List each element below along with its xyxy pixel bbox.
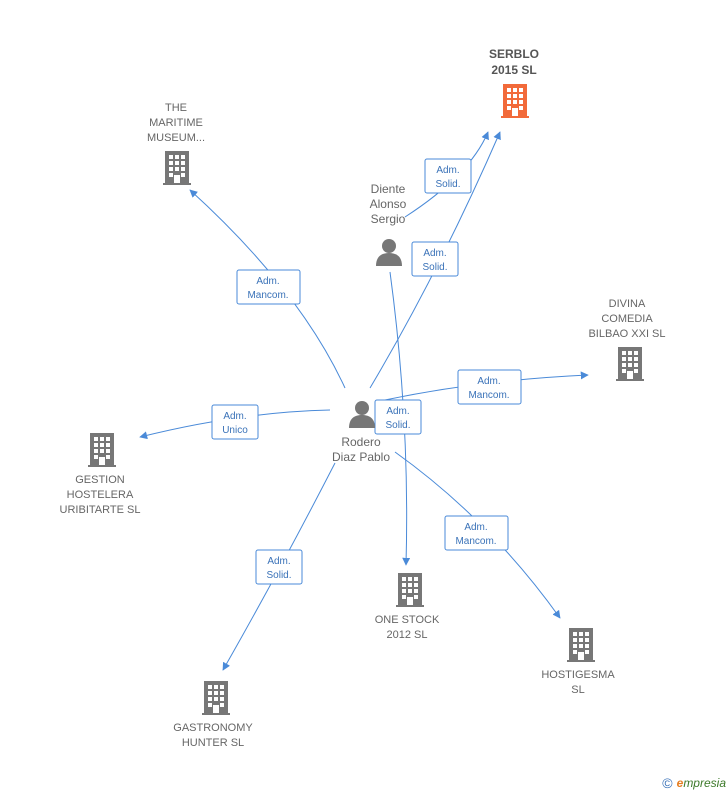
role-line-1: Adm. <box>256 276 279 287</box>
building-icon <box>616 347 644 381</box>
building-icon <box>501 84 529 118</box>
node-onestock[interactable]: ONE STOCK 2012 SL <box>375 573 440 641</box>
node-gastronomy[interactable]: GASTRONOMY HUNTER SL <box>173 681 253 749</box>
role-rodero-maritime[interactable]: Adm. Mancom. <box>236 269 301 305</box>
role-line-2: Unico <box>222 425 248 436</box>
role-line-2: Solid. <box>266 570 291 581</box>
role-rodero-divina[interactable]: Adm. Mancom. <box>457 369 522 405</box>
role-diente-serblo[interactable]: Adm. Solid. <box>424 158 472 194</box>
role-line-1: Adm. <box>267 556 290 567</box>
node-label-line: Alonso <box>370 197 407 211</box>
role-line-1: Adm. <box>423 248 446 259</box>
building-icon <box>567 628 595 662</box>
node-gestion[interactable]: GESTION HOSTELERA URIBITARTE SL <box>60 433 141 516</box>
role-line-2: Mancom. <box>247 290 288 301</box>
role-line-2: Mancom. <box>455 536 496 547</box>
node-serblo[interactable]: SERBLO 2015 SL <box>489 47 539 118</box>
node-diente[interactable]: Diente Alonso Sergio <box>370 182 407 266</box>
brand-logo-text: mpresia <box>683 776 726 790</box>
node-label-line: SL <box>571 684 584 696</box>
node-label-line: HUNTER SL <box>182 737 244 749</box>
node-label-line: Rodero <box>341 435 381 449</box>
node-rodero[interactable]: Rodero Diaz Pablo <box>332 401 390 464</box>
role-rodero-gastronomy[interactable]: Adm. Solid. <box>255 549 303 585</box>
footer-brand: © empresia <box>662 775 726 791</box>
role-rodero-serblo[interactable]: Adm. Solid. <box>411 241 459 277</box>
node-label-line: DIVINA <box>609 298 646 310</box>
role-line-1: Adm. <box>436 165 459 176</box>
node-label-line: ONE STOCK <box>375 614 440 626</box>
node-label-line: MUSEUM... <box>147 132 205 144</box>
node-label-line: 2012 SL <box>387 629 428 641</box>
role-line-2: Solid. <box>435 179 460 190</box>
building-icon <box>88 433 116 467</box>
node-maritime[interactable]: THE MARITIME MUSEUM... <box>147 102 205 185</box>
node-label-line: 2015 SL <box>491 63 536 77</box>
node-label-line: HOSTELERA <box>67 489 134 501</box>
node-label-line: Sergio <box>371 212 406 226</box>
role-line-1: Adm. <box>223 411 246 422</box>
node-label-line: BILBAO XXI SL <box>588 328 665 340</box>
person-icon <box>349 401 375 428</box>
role-rodero-hostigesma[interactable]: Adm. Mancom. <box>444 515 509 551</box>
node-label-line: COMEDIA <box>601 313 653 325</box>
role-rodero-gestion[interactable]: Adm. Unico <box>211 404 259 440</box>
node-label-line: Diaz Pablo <box>332 450 390 464</box>
node-label-line: Diente <box>371 182 406 196</box>
role-line-2: Mancom. <box>468 390 509 401</box>
node-label-line: GESTION <box>75 474 125 486</box>
node-label-line: URIBITARTE SL <box>60 504 141 516</box>
building-icon <box>163 151 191 185</box>
brand-logo[interactable]: empresia <box>677 776 726 790</box>
building-icon <box>396 573 424 607</box>
node-label-line: SERBLO <box>489 47 539 61</box>
role-boxes: Adm. Solid. Adm. Solid. Adm. Mancom. Adm… <box>211 158 522 585</box>
role-line-2: Solid. <box>422 262 447 273</box>
brand-logo-mark: e <box>676 776 684 790</box>
node-hostigesma[interactable]: HOSTIGESMA SL <box>541 628 615 696</box>
person-icon <box>376 239 402 266</box>
node-divina[interactable]: DIVINA COMEDIA BILBAO XXI SL <box>588 298 666 381</box>
role-line-1: Adm. <box>386 406 409 417</box>
role-line-2: Solid. <box>385 420 410 431</box>
node-label-line: GASTRONOMY <box>173 722 253 734</box>
role-line-1: Adm. <box>477 376 500 387</box>
building-icon <box>202 681 230 715</box>
role-line-1: Adm. <box>464 522 487 533</box>
copyright-icon: © <box>662 775 673 791</box>
node-label-line: MARITIME <box>149 117 203 129</box>
node-label-line: THE <box>165 102 187 114</box>
role-diente-onestock[interactable]: Adm. Solid. <box>374 399 422 435</box>
node-label-line: HOSTIGESMA <box>541 669 615 681</box>
